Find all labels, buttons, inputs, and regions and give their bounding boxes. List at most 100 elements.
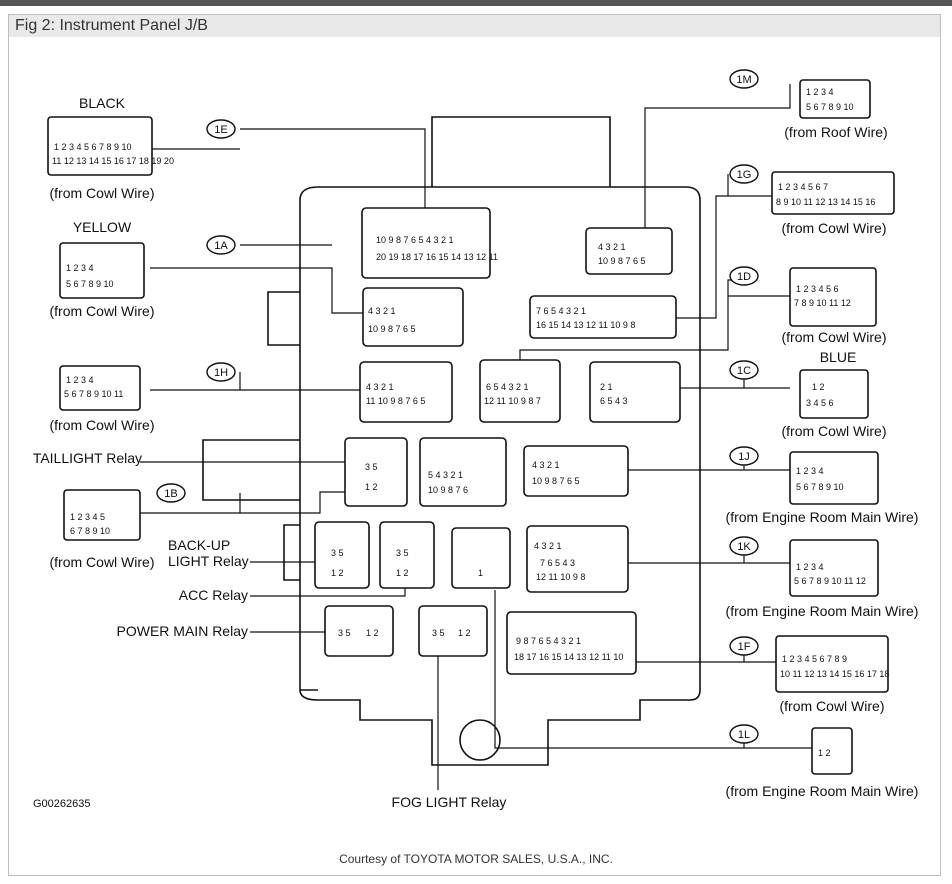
external-connectors <box>47 79 895 775</box>
pins-1M-top: 1 2 3 4 <box>806 87 834 97</box>
jb-pins-1A-bot: 10 9 8 7 6 5 <box>368 324 416 334</box>
caption-1M: (from Roof Wire) <box>784 124 887 140</box>
code-1L: 1L <box>738 729 750 741</box>
relay-acc-35: 3 5 <box>396 548 409 558</box>
jb-pins-1X-top: 5 4 3 2 1 <box>428 470 463 480</box>
connector-1K <box>789 539 879 597</box>
jb-pins-1D-bot: 12 11 10 9 8 7 <box>484 396 541 406</box>
pins-1H-top: 1 2 3 4 <box>66 375 94 385</box>
pins-1E-top: 1 2 3 4 5 6 7 8 9 10 <box>54 142 132 152</box>
socket-acc-relay <box>379 521 435 589</box>
caption-1D: (from Cowl Wire) <box>782 329 887 345</box>
credit-line: Courtesy of TOYOTA MOTOR SALES, U.S.A., … <box>339 852 613 866</box>
socket-backup-relay <box>314 521 370 589</box>
pins-1B-top: 1 2 3 4 5 <box>70 512 105 522</box>
connector-1L <box>811 727 853 775</box>
pins-1J-bot: 5 6 7 8 9 10 <box>796 482 844 492</box>
pins-1M-bot: 5 6 7 8 9 10 <box>806 102 854 112</box>
code-1K: 1K <box>737 541 751 553</box>
code-1G: 1G <box>737 169 752 181</box>
jb-pins-1D-top: 6 5 4 3 2 1 <box>486 382 529 392</box>
pins-1E-bot: 11 12 13 14 15 16 17 18 19 20 <box>52 156 174 166</box>
caption-1J: (from Engine Room Main Wire) <box>726 509 919 525</box>
caption-1K: (from Engine Room Main Wire) <box>726 603 919 619</box>
connector-1A <box>59 242 145 299</box>
title-bar <box>9 15 940 37</box>
pins-1F-bot: 10 11 12 13 14 15 16 17 18 <box>780 669 889 679</box>
top-bar <box>0 0 952 6</box>
svg-text:BACK-UP: BACK-UP <box>168 537 230 553</box>
code-1J: 1J <box>738 451 750 463</box>
code-1E: 1E <box>214 124 227 136</box>
caption-1B: (from Cowl Wire) <box>50 554 155 570</box>
figure-title: Fig 2: Instrument Panel J/B <box>15 17 208 34</box>
connector-1F <box>775 635 889 693</box>
connector-1B <box>63 489 141 541</box>
socket-1G <box>529 295 677 339</box>
socket-power-main-relay <box>324 605 394 657</box>
socket-1J <box>523 445 629 497</box>
pins-1K-bot: 5 6 7 8 9 10 11 12 <box>794 576 866 586</box>
svg-text:LIGHT Relay: LIGHT Relay <box>168 553 249 569</box>
jb-pins-1M-bot: 10 9 8 7 6 5 <box>598 256 646 266</box>
jb-pins-1J-top: 4 3 2 1 <box>532 460 560 470</box>
socket-1H <box>359 361 453 423</box>
pins-1B-bot: 6 7 8 9 10 <box>70 526 110 536</box>
label-yellow: YELLOW <box>73 219 132 235</box>
jb-pins-1G-bot: 16 15 14 13 12 11 10 9 8 <box>536 320 635 330</box>
pins-1A-top: 1 2 3 4 <box>66 263 94 273</box>
label-fog-relay: FOG LIGHT Relay <box>392 794 507 810</box>
jb-pins-1C-top: 2 1 <box>600 382 613 392</box>
socket-1E <box>361 207 491 279</box>
code-1D: 1D <box>737 271 751 283</box>
jb-pins-1K-mid: 7 6 5 4 3 <box>540 558 575 568</box>
code-1M: 1M <box>736 74 751 86</box>
leader-lines <box>140 84 812 790</box>
pins-1L: 1 2 <box>818 748 831 758</box>
jb-sockets <box>314 207 681 675</box>
pins-1H-bot: 5 6 7 8 9 10 11 <box>64 389 123 399</box>
relay-fog-35: 3 5 <box>432 628 445 638</box>
relay-backup-35: 3 5 <box>331 548 344 558</box>
socket-1K <box>526 525 629 593</box>
caption-1G: (from Cowl Wire) <box>782 220 887 236</box>
label-backup-relay: BACK-UP LIGHT Relay <box>168 537 249 569</box>
relay-power-main-35: 3 5 <box>338 628 351 638</box>
label-taillight-relay: TAILLIGHT Relay <box>33 450 142 466</box>
socket-1D <box>479 359 561 423</box>
relay-taillight-35: 3 5 <box>365 462 378 472</box>
caption-1F: (from Cowl Wire) <box>780 698 885 714</box>
relay-acc-12: 1 2 <box>396 568 409 578</box>
relay-taillight-12: 1 2 <box>365 482 378 492</box>
connector-1D <box>789 267 877 327</box>
figure-id: G00262635 <box>33 798 91 810</box>
code-1B: 1B <box>164 488 177 500</box>
connector-1J <box>789 451 879 505</box>
caption-1H: (from Cowl Wire) <box>50 417 155 433</box>
pins-1A-bot: 5 6 7 8 9 10 <box>66 279 114 289</box>
connector-1H <box>59 365 141 411</box>
pins-1K-top: 1 2 3 4 <box>796 562 824 572</box>
jb-pins-1M-top: 4 3 2 1 <box>598 242 626 252</box>
socket-fog-relay <box>418 605 488 657</box>
socket-taillight-relay <box>344 437 408 507</box>
pins-1G-bot: 8 9 10 11 12 13 14 15 16 <box>776 197 875 207</box>
label-acc-relay: ACC Relay <box>179 587 248 603</box>
jb-pins-1K-bot: 12 11 10 9 8 <box>536 572 585 582</box>
pins-1G-top: 1 2 3 4 5 6 7 <box>778 182 828 192</box>
socket-1X <box>419 437 507 507</box>
jb-pins-1F-bot: 18 17 16 15 14 13 12 11 10 <box>514 652 623 662</box>
jb-pins-1F-top: 9 8 7 6 5 4 3 2 1 <box>516 636 581 646</box>
label-blue: BLUE <box>820 349 857 365</box>
jb-pins-1A-top: 4 3 2 1 <box>368 306 396 316</box>
connector-1M <box>799 79 871 119</box>
jb-pins-1K-top: 4 3 2 1 <box>534 541 562 551</box>
relay-backup-12: 1 2 <box>331 568 344 578</box>
jb-pins-1J-bot: 10 9 8 7 6 5 <box>532 476 580 486</box>
label-power-main-relay: POWER MAIN Relay <box>117 623 248 639</box>
pins-1F-top: 1 2 3 4 5 6 7 8 9 <box>782 654 847 664</box>
code-ovals <box>156 69 759 744</box>
socket-fuse <box>451 527 511 589</box>
connector-1G <box>771 171 895 215</box>
pins-1D-top: 1 2 3 4 5 6 <box>796 284 839 294</box>
